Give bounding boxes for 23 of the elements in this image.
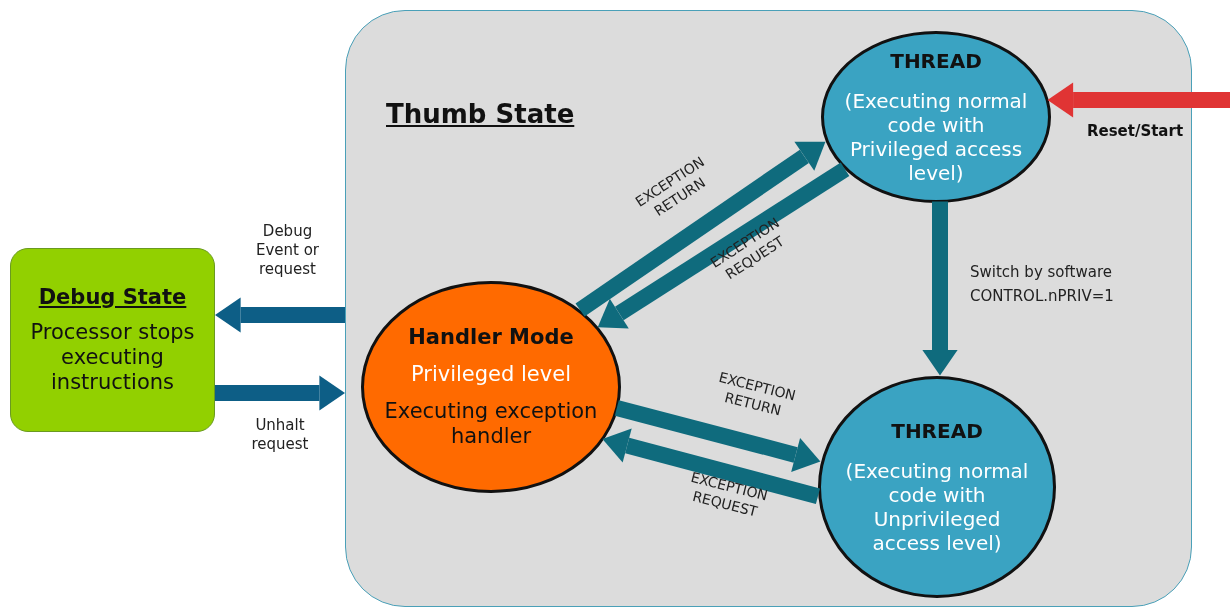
edge-label: Reset/Start [1085,122,1185,141]
state-title: Handler Mode [408,324,574,350]
region-title: Thumb State [386,99,575,131]
state-region [345,10,1192,607]
block-arrow [215,375,345,411]
state-title: THREAD [890,49,982,73]
block-arrow [575,141,826,317]
state-title: THREAD [891,419,983,443]
block-arrow [922,201,958,376]
block-arrow [602,428,820,504]
state-description: Privileged level [411,361,571,387]
state-description: Executing exception handler [383,399,599,450]
state-description: Processor stops executing instructions [29,319,196,396]
edge-label: Switch by software CONTROL.nPRIV=1 [970,262,1115,307]
block-arrow [597,162,850,329]
state-description: (Executing normal code with Privileged access level) [843,89,1029,185]
block-arrow [1047,82,1230,118]
edge-label: Unhalt request [250,416,310,454]
edge-label: Debug Event or request [254,222,321,279]
state-description: (Executing normal code with Unprivileged access level) [844,459,1030,555]
state-box [10,248,215,432]
block-arrow [215,297,345,333]
state-title: Debug State [38,284,187,310]
